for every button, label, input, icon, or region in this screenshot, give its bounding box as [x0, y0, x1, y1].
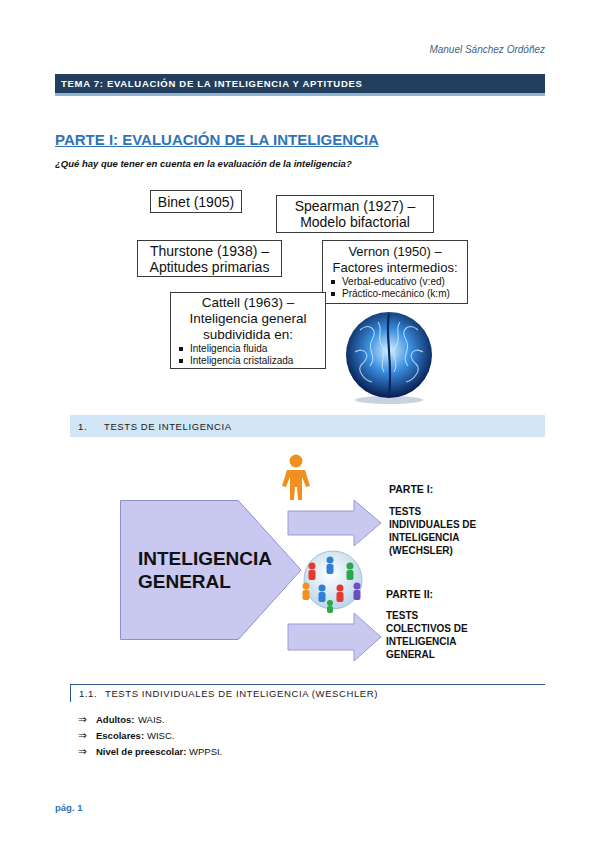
author-box: Thurstone (1938) – Aptitudes primarias: [137, 240, 282, 277]
author-box: Spearman (1927) – Modelo bifactorial: [276, 195, 434, 233]
box-text: Thurstone (1938) – Aptitudes primarias: [143, 243, 276, 275]
box-text: Spearman (1927) – Modelo bifactorial: [282, 198, 428, 230]
bullet-item: Práctico-mecánico (k:m): [328, 288, 462, 300]
bullet-arrow: ⇒: [78, 745, 87, 757]
brain-illustration: [346, 312, 432, 404]
bullet-value: WISC.: [147, 730, 174, 741]
part-label: PARTE I:: [389, 483, 433, 495]
author-name: Manuel Sánchez Ordóñez: [55, 44, 545, 55]
people-globe-icon: [303, 551, 363, 613]
page-number: pág. 1: [55, 802, 82, 813]
node-text: INTELIGENCIA GENERAL: [138, 547, 288, 593]
bullet-value: WPPSI.: [189, 746, 222, 757]
chapter-band: TEMA 7: EVALUACIÓN DE LA INTELIGENCIA Y …: [55, 74, 545, 96]
section-title: PARTE I: EVALUACIÓN DE LA INTELIGENCIA: [55, 131, 379, 148]
box-text: Binet (1905): [156, 194, 236, 210]
bullet-item: Verbal-educativo (v:ed): [328, 276, 462, 288]
bullet-item: Inteligencia fluida: [176, 343, 320, 355]
bullet-value: WAIS.: [138, 714, 165, 725]
part-label: PARTE II:: [386, 588, 433, 600]
section-number: 1.: [78, 421, 104, 432]
section-band: 1.TESTS DE INTELIGENCIA: [70, 415, 545, 437]
bullet-term: Adultos:: [96, 714, 135, 725]
section-number: 1.1.: [79, 688, 105, 699]
block-arrow: [288, 613, 381, 661]
node-text: TEMA 7: EVALUACIÓN DE LA INTELIGENCIA Y …: [61, 78, 363, 89]
block-arrow: [288, 500, 381, 546]
box-text: Vernon (1950) – Factores intermedios:: [328, 244, 462, 276]
box-text: Cattell (1963) – Inteligencia general su…: [176, 295, 320, 343]
bullet-term: Nivel de preescolar:: [96, 746, 186, 757]
question-text: ¿Qué hay que tener en cuenta en la evalu…: [55, 158, 352, 169]
bullet-term: Escolares:: [96, 730, 144, 741]
bullet-arrow: ⇒: [78, 713, 87, 725]
section-heading: TESTS DE INTELIGENCIA: [104, 421, 232, 432]
part-description: TESTS COLECTIVOS DE INTELIGENCIA GENERAL: [386, 609, 482, 661]
bullet-arrow: ⇒: [78, 729, 87, 741]
bullet-item: Inteligencia cristalizada: [176, 355, 320, 367]
pentagon-shape: [120, 500, 302, 640]
part-description: TESTS INDIVIDUALES DE INTELIGENCIA (WECH…: [389, 505, 489, 557]
author-box: Binet (1905): [150, 190, 242, 213]
author-box: Vernon (1950) – Factores intermedios:Ver…: [322, 240, 468, 304]
subsection-band: 1.1.TESTS INDIVIDUALES DE INTELIGENCIA (…: [70, 684, 545, 702]
pentagon-outline: [121, 501, 302, 640]
author-box: Cattell (1963) – Inteligencia general su…: [170, 292, 326, 369]
pentagon-arrow: INTELIGENCIA GENERAL: [120, 500, 302, 640]
section-heading: TESTS INDIVIDUALES DE INTELIGENCIA (WESC…: [105, 688, 378, 699]
person-icon: [282, 455, 310, 501]
